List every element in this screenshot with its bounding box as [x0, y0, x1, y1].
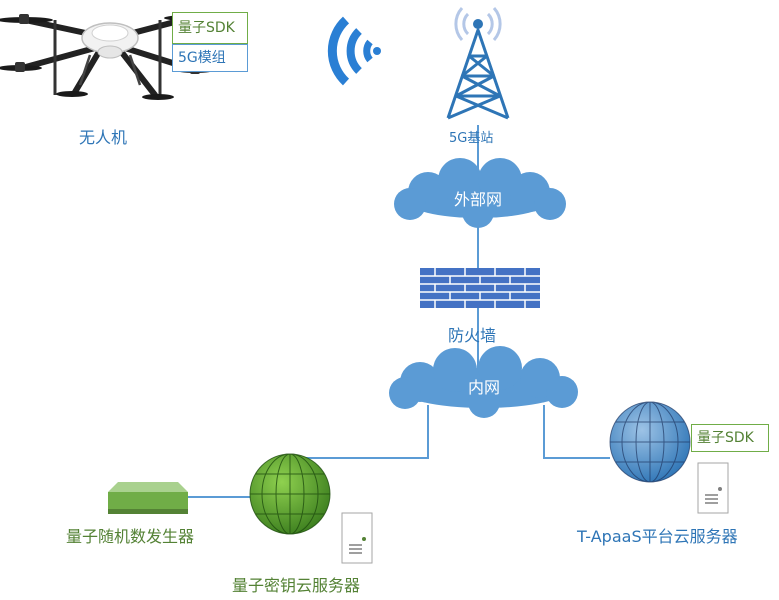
internal-network-label: 内网: [468, 378, 500, 397]
globe-icon-platform: [609, 401, 691, 483]
firewall-label: 防火墙: [448, 326, 497, 345]
tower-icon: [446, 7, 510, 120]
drone-icon: [0, 12, 216, 100]
server-icon-platform: [697, 462, 729, 514]
cloud-icon-internal: [389, 346, 578, 418]
server-icon-keyserver: [341, 512, 373, 564]
drone-label: 无人机: [79, 128, 128, 147]
random-generator-icon: [108, 482, 188, 514]
link-internal-platform: [543, 405, 610, 459]
wifi-signal-icon: [327, 16, 381, 86]
external-network-label: 外部网: [454, 190, 502, 209]
drone-5g-module-label: 5G模组: [172, 44, 248, 72]
base-station-label: 5G基站: [449, 131, 494, 146]
drone-sdk-label: 量子SDK: [172, 12, 248, 44]
cloud-icon-external: [394, 158, 566, 228]
link-internal-keyserver: [300, 405, 429, 459]
platform-sdk-label: 量子SDK: [691, 424, 769, 452]
key-server-label: 量子密钥云服务器: [232, 576, 361, 595]
platform-server-label: T-ApaaS平台云服务器: [577, 527, 738, 546]
firewall-icon: [420, 268, 540, 308]
globe-icon-keyserver: [249, 453, 331, 535]
qrng-label: 量子随机数发生器: [66, 527, 195, 546]
